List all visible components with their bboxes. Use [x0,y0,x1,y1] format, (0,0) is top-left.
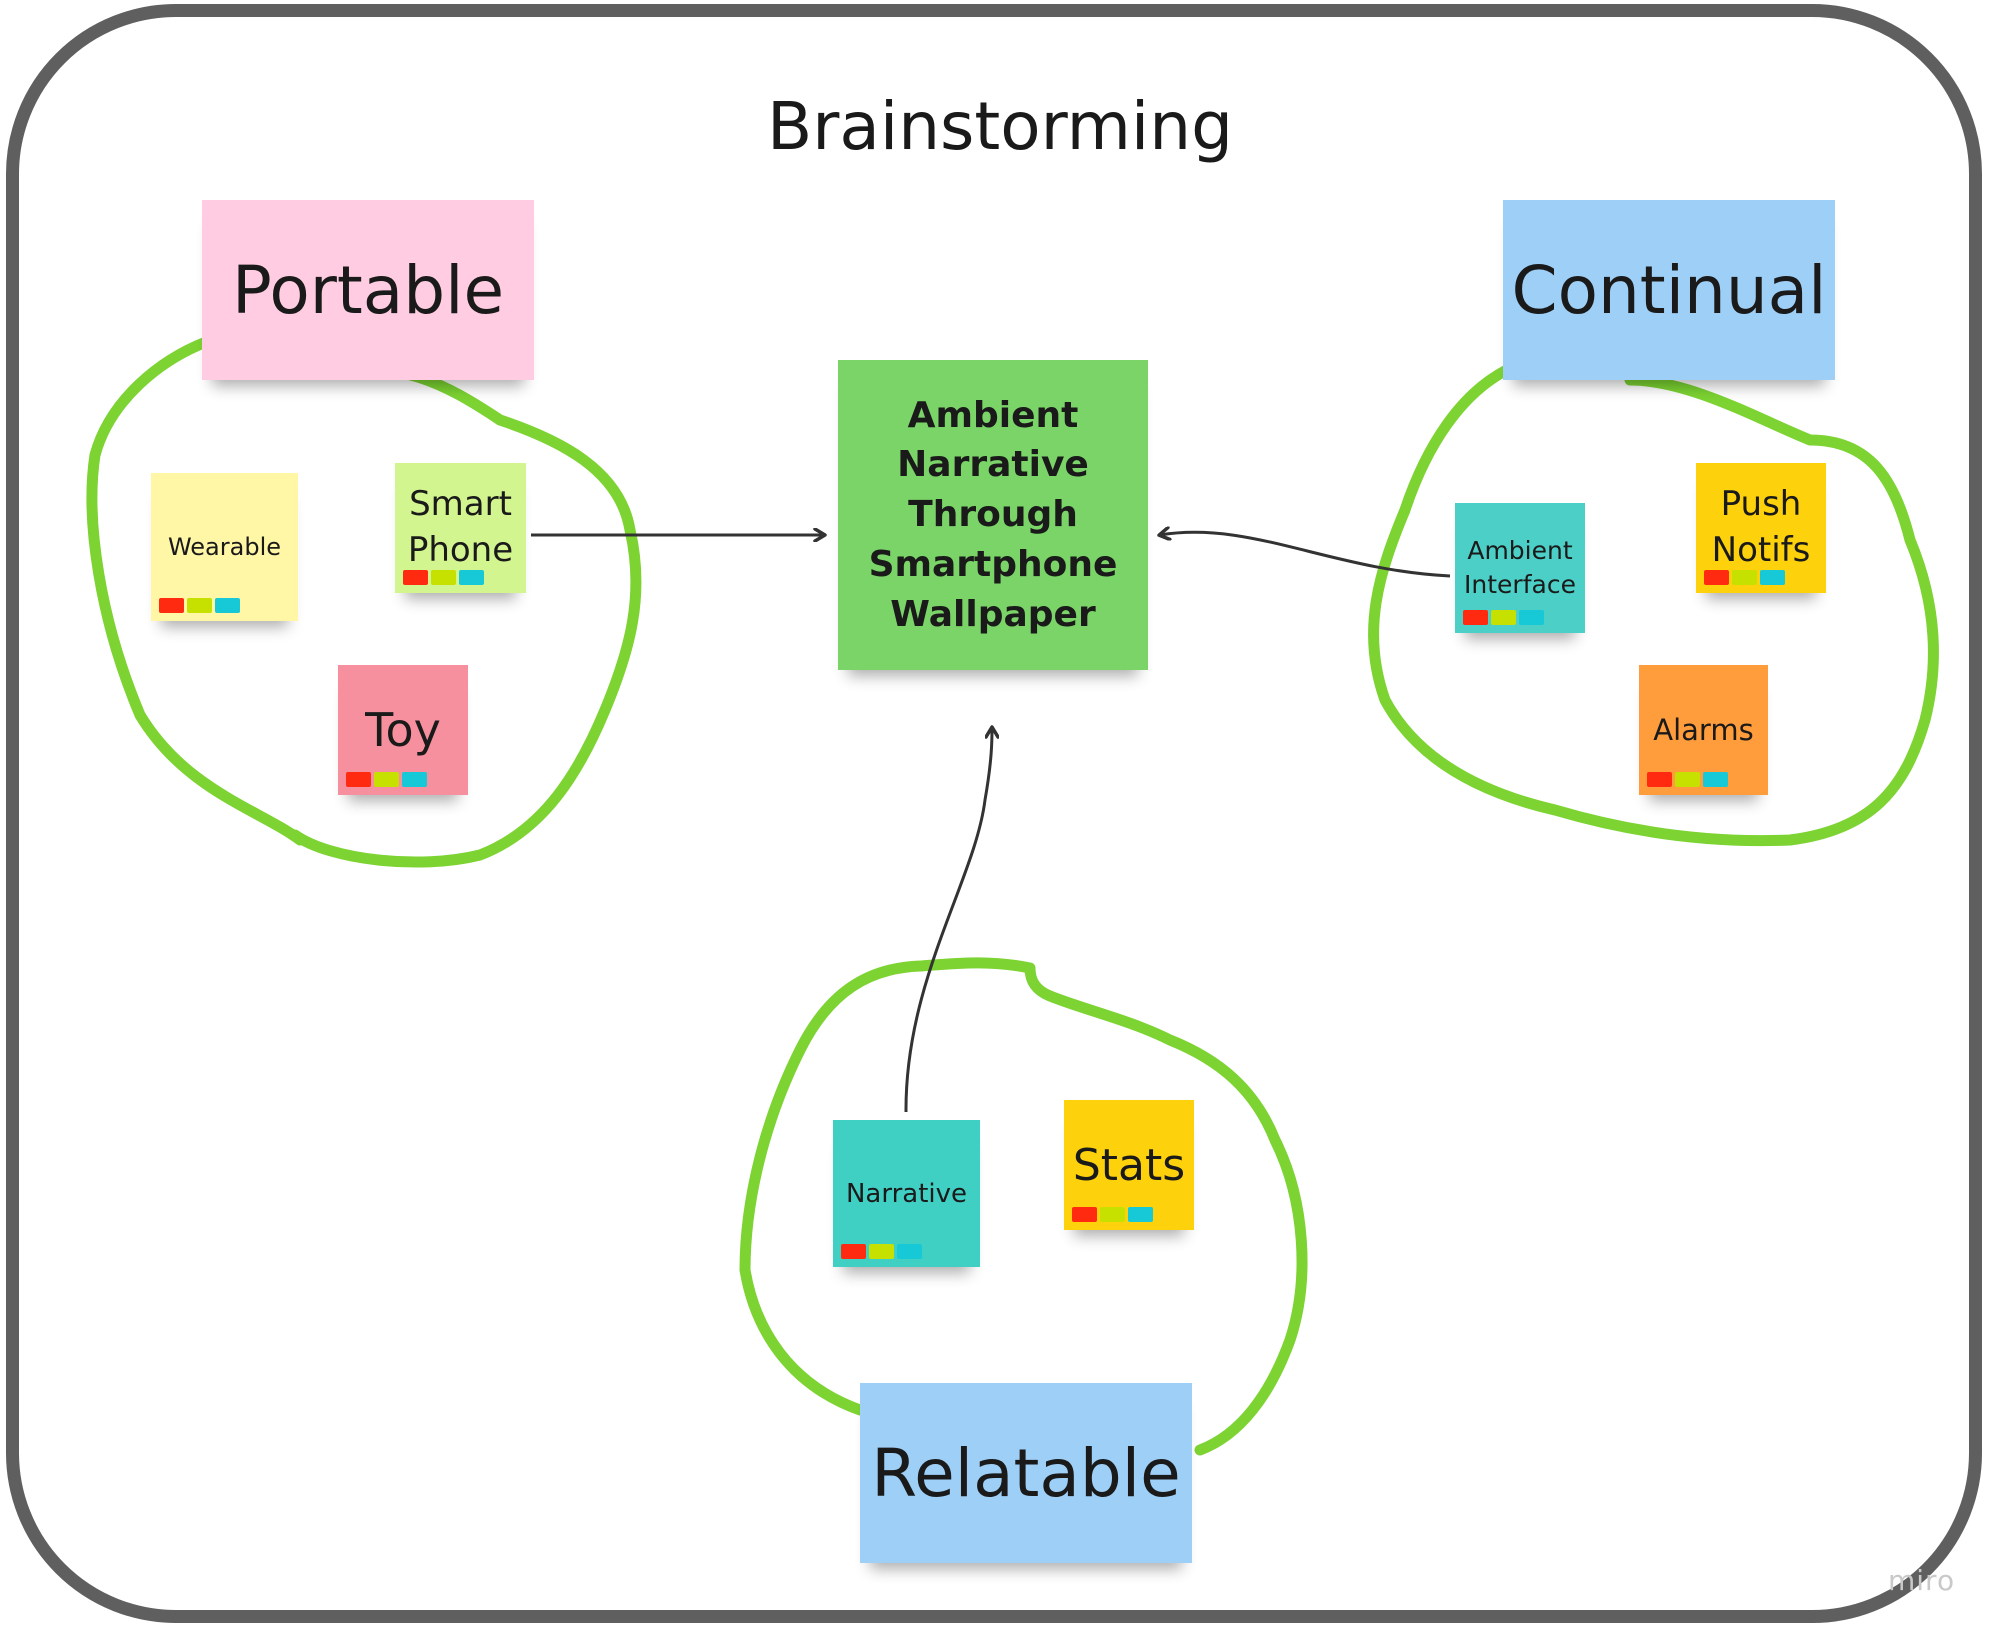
tag-red[interactable] [1463,610,1488,625]
sticky-note-text: Ambient Interface [1464,536,1576,599]
tag-cyan[interactable] [897,1244,922,1259]
header-note-text: Portable [231,251,505,329]
tag-lime[interactable] [869,1244,894,1259]
header-note-text: Continual [1511,251,1827,329]
tag-lime[interactable] [374,772,399,787]
tag-cyan[interactable] [1128,1207,1153,1222]
connector-ambient-interface-to-center [1160,532,1451,578]
tag-cyan[interactable] [402,772,427,787]
tag-lime[interactable] [187,598,212,613]
sticky-note-text: Push Notifs [1711,484,1811,570]
tag-cyan[interactable] [1760,570,1785,585]
sticky-note-text: Stats [1072,1139,1186,1191]
tag-red[interactable] [841,1244,866,1259]
tag-red[interactable] [1704,570,1729,585]
tag-cyan[interactable] [459,570,484,585]
tag-red[interactable] [1072,1207,1097,1222]
tag-strip [841,1244,922,1259]
center-note-text: Ambient Narrative Through Smartphone Wal… [868,394,1118,635]
tag-strip [1647,772,1728,787]
cluster-outline-relatable [739,957,1308,1456]
cluster-outline-continual [1368,360,1939,847]
sticky-note-ambient-interface[interactable]: Ambient Interface [1455,503,1585,633]
sticky-note-stats[interactable]: Stats [1064,1100,1194,1230]
board-title: Brainstorming [767,88,1233,165]
tag-strip [346,772,427,787]
sticky-note-text: Narrative [845,1178,968,1209]
sticky-note-text: Toy [365,703,441,757]
tag-red[interactable] [346,772,371,787]
sticky-note-smart-phone[interactable]: Smart Phone [395,463,526,593]
connector-narrative-to-center [904,728,992,1113]
tag-lime[interactable] [431,570,456,585]
header-note-text: Relatable [871,1434,1181,1512]
cluster-outline-portable [86,336,642,868]
header-note-portable[interactable]: Portable [202,200,534,380]
sticky-note-text: Wearable [167,533,282,561]
tag-lime[interactable] [1675,772,1700,787]
tag-red[interactable] [403,570,428,585]
sticky-note-wearable[interactable]: Wearable [151,473,298,621]
tag-cyan[interactable] [1703,772,1728,787]
tag-red[interactable] [1647,772,1672,787]
tag-strip [403,570,484,585]
sticky-note-alarms[interactable]: Alarms [1639,665,1768,795]
tag-strip [1463,610,1544,625]
miro-watermark: miro [1888,1564,1956,1597]
tag-lime[interactable] [1732,570,1757,585]
sticky-note-toy[interactable]: Toy [338,665,468,795]
header-note-relatable[interactable]: Relatable [860,1383,1192,1563]
tag-red[interactable] [159,598,184,613]
sticky-note-text: Alarms [1653,713,1754,747]
sticky-note-narrative[interactable]: Narrative [833,1120,980,1267]
center-sticky-note[interactable]: Ambient Narrative Through Smartphone Wal… [838,360,1148,670]
tag-lime[interactable] [1491,610,1516,625]
tag-cyan[interactable] [215,598,240,613]
tag-cyan[interactable] [1519,610,1544,625]
tag-lime[interactable] [1100,1207,1125,1222]
tag-strip [1704,570,1785,585]
tag-strip [1072,1207,1153,1222]
sticky-note-text: Smart Phone [407,484,514,570]
tag-strip [159,598,240,613]
header-note-continual[interactable]: Continual [1503,200,1835,380]
sticky-note-push-notifs[interactable]: Push Notifs [1696,463,1826,593]
